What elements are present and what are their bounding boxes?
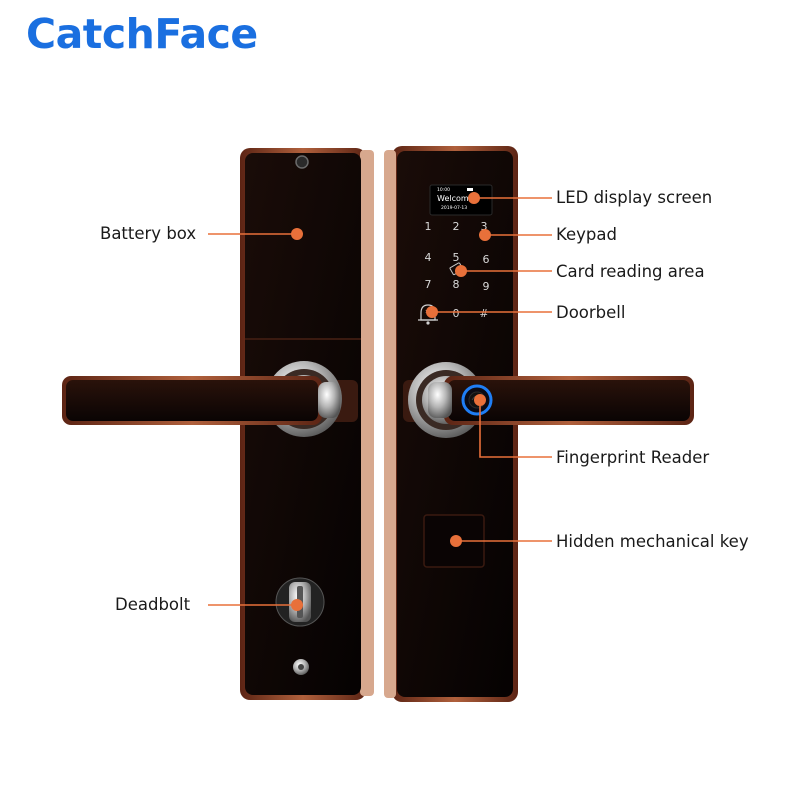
key-3[interactable]: 3 <box>481 220 488 233</box>
label-doorbell: Doorbell <box>556 303 626 322</box>
label-battery-box: Battery box <box>100 224 197 243</box>
camera-icon <box>295 155 309 169</box>
key-0[interactable]: 0 <box>453 307 460 320</box>
label-led-display: LED display screen <box>556 188 713 207</box>
inner-handle <box>62 361 358 437</box>
key-5[interactable]: 5 <box>453 251 460 264</box>
dot-deadbolt <box>291 599 303 611</box>
label-card-reading: Card reading area <box>556 262 705 281</box>
dot-card-reading <box>455 265 467 277</box>
dot-keypad <box>479 229 491 241</box>
dot-fingerprint <box>474 394 486 406</box>
lcd-time: 10:00 <box>437 187 450 193</box>
fingerprint-reader[interactable] <box>461 384 493 416</box>
key-9[interactable]: 9 <box>483 280 490 293</box>
key-hash[interactable]: # <box>479 307 488 320</box>
key-2[interactable]: 2 <box>453 220 460 233</box>
outer-handle[interactable] <box>403 362 694 438</box>
label-hidden-key: Hidden mechanical key <box>556 532 749 551</box>
key-8[interactable]: 8 <box>453 278 460 291</box>
label-deadbolt: Deadbolt <box>115 595 191 614</box>
key-6[interactable]: 6 <box>483 253 490 266</box>
lcd-date: 2019-07-13 <box>441 205 467 211</box>
label-keypad: Keypad <box>556 225 617 244</box>
dot-hidden-key <box>450 535 462 547</box>
lcd-welcome: Welcome <box>437 194 474 203</box>
brand-logo: CatchFace <box>26 10 258 58</box>
battery-indicator-icon <box>467 188 473 191</box>
callouts <box>208 197 552 606</box>
callout-dots <box>291 192 491 611</box>
key-7[interactable]: 7 <box>425 278 432 291</box>
label-fingerprint: Fingerprint Reader <box>556 448 710 467</box>
dot-led-display <box>468 192 480 204</box>
lcd-screen: 10:00 Welcome 2019-07-13 <box>429 184 493 216</box>
key-4[interactable]: 4 <box>425 251 432 264</box>
key-1[interactable]: 1 <box>425 220 432 233</box>
dot-doorbell <box>426 306 438 318</box>
dot-battery-box <box>291 228 303 240</box>
